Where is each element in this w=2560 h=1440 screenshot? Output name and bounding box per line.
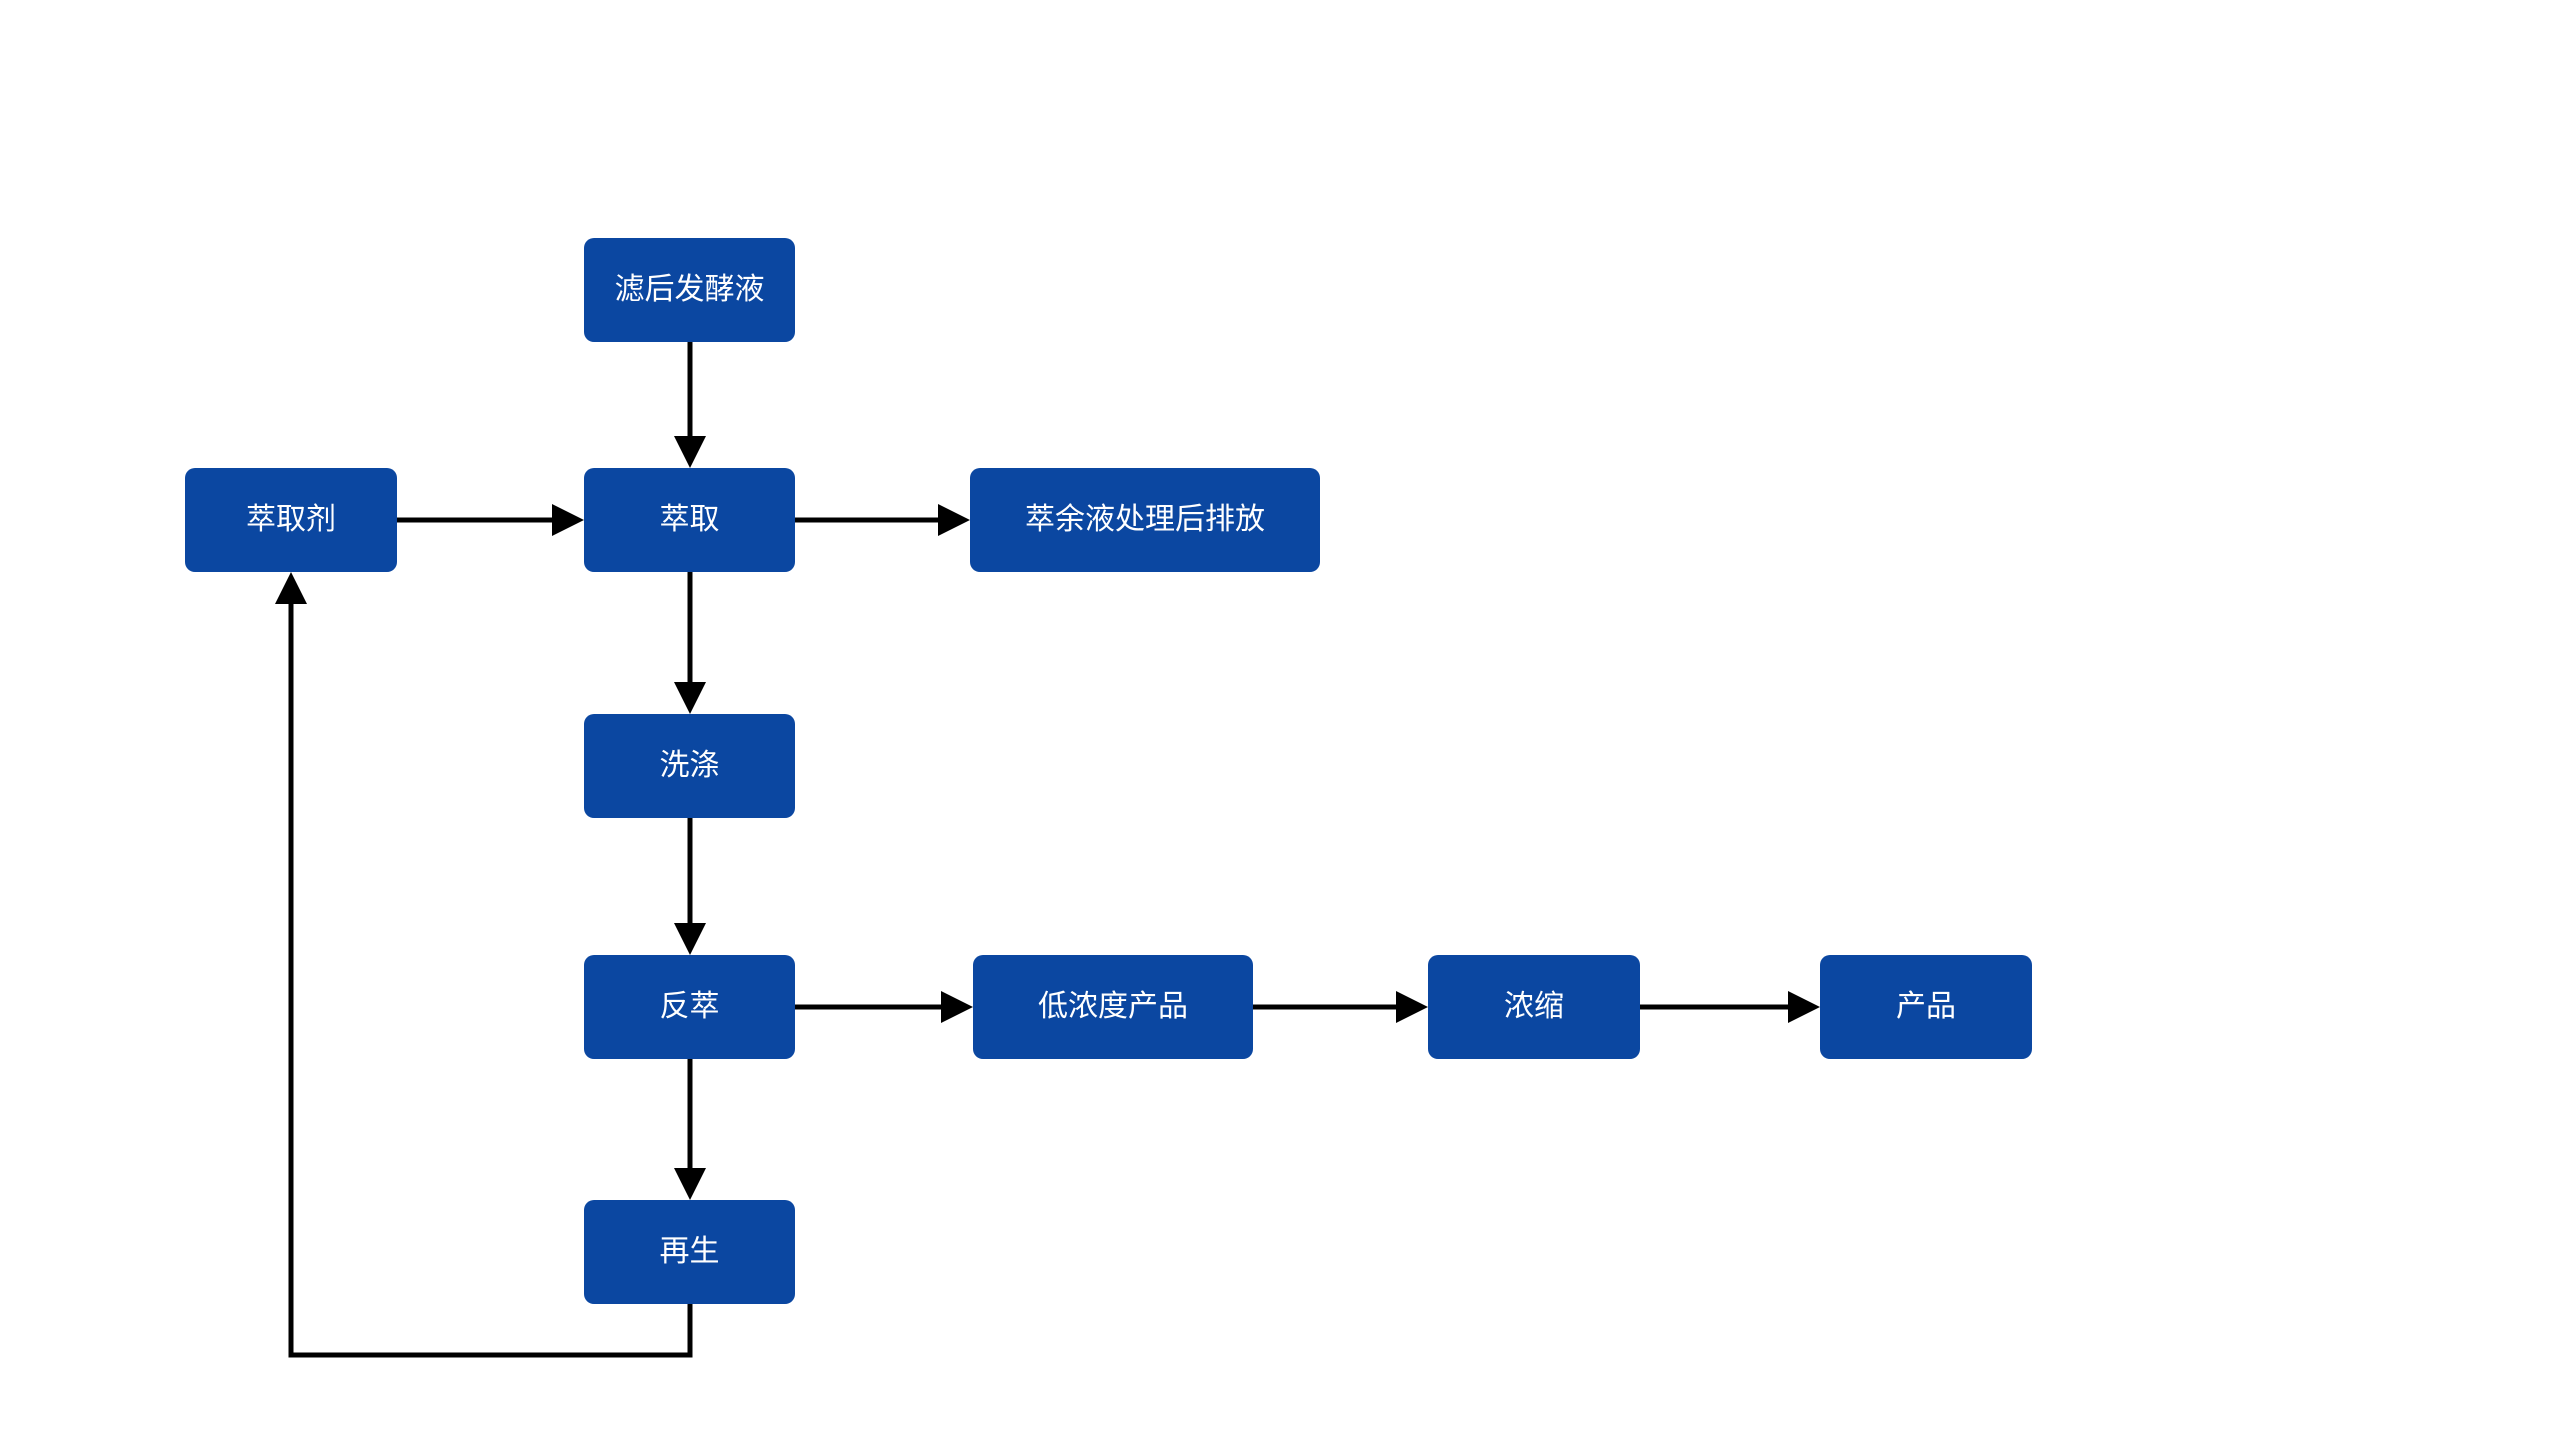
- node-shape[interactable]: [584, 238, 795, 342]
- node-shape[interactable]: [185, 468, 397, 572]
- arrowhead-icon: [674, 923, 706, 955]
- node-shape[interactable]: [584, 1200, 795, 1304]
- node-label: 萃余液处理后排放: [1025, 503, 1265, 536]
- flow-node-extraction[interactable]: 萃取: [584, 468, 795, 572]
- node-shape[interactable]: [1428, 955, 1640, 1059]
- flow-node-washing[interactable]: 洗涤: [584, 714, 795, 818]
- flow-edge: [275, 572, 693, 1358]
- node-label: 滤后发酵液: [615, 273, 765, 306]
- flow-edge: [795, 504, 970, 536]
- arrowhead-icon: [674, 682, 706, 714]
- flow-node-raffinate-discharge[interactable]: 萃余液处理后排放: [970, 468, 1320, 572]
- flow-node-extractant[interactable]: 萃取剂: [185, 468, 397, 572]
- node-shape[interactable]: [584, 714, 795, 818]
- arrowhead-icon: [1788, 991, 1820, 1023]
- node-shape[interactable]: [970, 468, 1320, 572]
- arrowhead-icon: [275, 572, 307, 604]
- node-label: 洗涤: [660, 749, 720, 782]
- arrowhead-icon: [1396, 991, 1428, 1023]
- node-shape[interactable]: [1820, 955, 2032, 1059]
- node-label: 反萃: [660, 990, 720, 1023]
- edge-layer: [275, 342, 1820, 1358]
- flow-node-product[interactable]: 产品: [1820, 955, 2032, 1059]
- node-label: 萃取: [660, 503, 720, 536]
- flow-edge: [795, 991, 973, 1023]
- arrowhead-icon: [674, 436, 706, 468]
- node-label: 产品: [1896, 990, 1956, 1023]
- flow-node-filtered-broth[interactable]: 滤后发酵液: [584, 238, 795, 342]
- arrowhead-icon: [941, 991, 973, 1023]
- flow-edge: [674, 342, 706, 468]
- flow-edge: [1640, 991, 1820, 1023]
- arrowhead-icon: [552, 504, 584, 536]
- flow-node-back-extraction[interactable]: 反萃: [584, 955, 795, 1059]
- node-label: 浓缩: [1504, 990, 1564, 1023]
- flow-node-concentration[interactable]: 浓缩: [1428, 955, 1640, 1059]
- flow-edge: [1253, 991, 1428, 1023]
- flow-edge: [674, 572, 706, 714]
- node-label: 低浓度产品: [1038, 990, 1188, 1023]
- node-shape[interactable]: [584, 468, 795, 572]
- flow-edge: [674, 1059, 706, 1200]
- flow-node-low-conc-product[interactable]: 低浓度产品: [973, 955, 1253, 1059]
- arrowhead-icon: [674, 1168, 706, 1200]
- node-shape[interactable]: [973, 955, 1253, 1059]
- flow-edge: [674, 818, 706, 955]
- flow-edge: [397, 504, 584, 536]
- flow-node-regeneration[interactable]: 再生: [584, 1200, 795, 1304]
- arrowhead-icon: [938, 504, 970, 536]
- edge-line: [288, 588, 693, 1358]
- node-shape[interactable]: [584, 955, 795, 1059]
- node-label: 再生: [660, 1235, 720, 1268]
- node-label: 萃取剂: [246, 503, 336, 536]
